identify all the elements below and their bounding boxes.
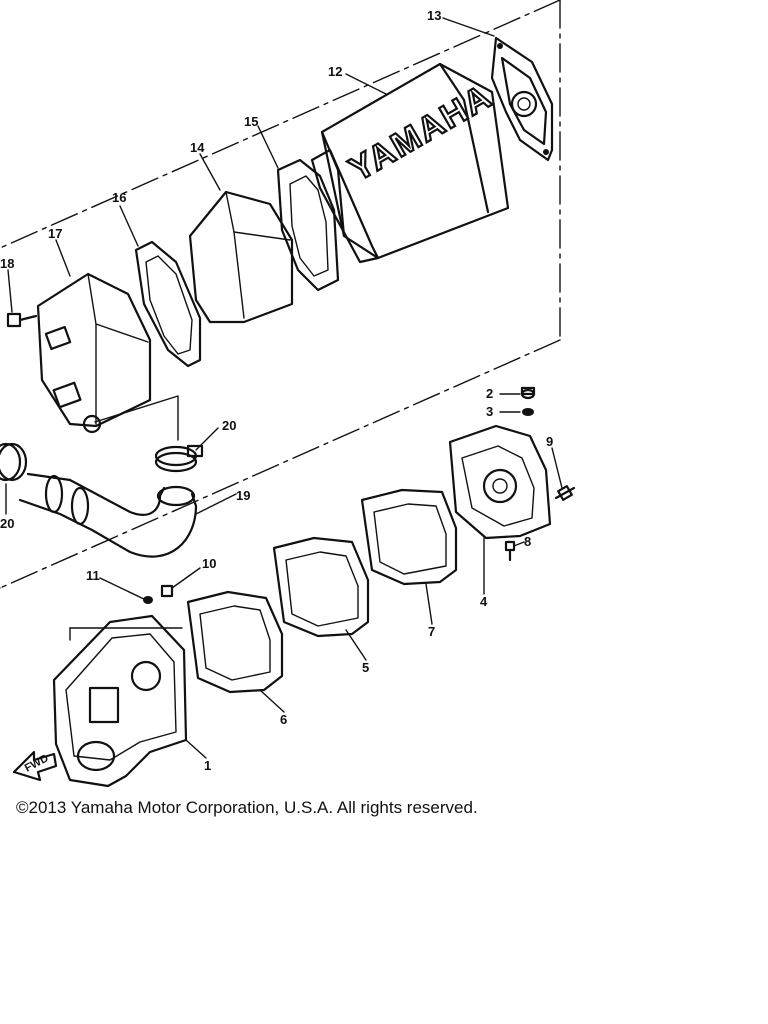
gasket-15 [276, 158, 340, 292]
hose-clamp-20-left [0, 442, 28, 482]
part-number-9: 9 [546, 434, 553, 449]
part-number-11: 11 [86, 568, 100, 583]
part-number-15: 15 [244, 114, 258, 129]
muffler-box-17 [36, 272, 152, 434]
muffler-housing-12: YAMAHA [310, 62, 510, 264]
part-number-20-left: 20 [0, 516, 14, 531]
part-number-12: 12 [328, 64, 342, 79]
washer-11 [143, 596, 153, 604]
elbow-hose-19 [18, 472, 198, 558]
part-number-20-right: 20 [222, 418, 236, 433]
washer-3 [522, 408, 534, 416]
part-number-19: 19 [236, 488, 250, 503]
part-number-5: 5 [362, 660, 369, 675]
housing-4 [448, 424, 552, 540]
part-number-3: 3 [486, 404, 493, 419]
main-housing-1 [52, 614, 188, 788]
bolt-8 [504, 540, 516, 562]
fwd-label: FWD [23, 752, 51, 774]
leader-lines [5, 17, 563, 759]
part-number-4: 4 [480, 594, 488, 609]
gasket-5 [272, 536, 370, 638]
bolt-18 [6, 312, 38, 328]
copyright-notice: ©2013 Yamaha Motor Corporation, U.S.A. A… [16, 798, 478, 817]
hose-clamp-20-right [154, 444, 204, 473]
part-numbers: 13 12 15 14 16 17 18 20 20 19 2 3 9 8 4 … [0, 8, 553, 773]
part-number-6: 6 [280, 712, 287, 727]
part-number-10: 10 [202, 556, 216, 571]
part-number-18: 18 [0, 256, 14, 271]
part-number-1: 1 [204, 758, 211, 773]
bolt-10 [160, 584, 174, 598]
end-plate-13 [490, 36, 554, 162]
gasket-6 [186, 590, 284, 694]
part-number-13: 13 [427, 8, 441, 23]
part-number-16: 16 [112, 190, 126, 205]
cover-14 [188, 190, 294, 324]
nut-2 [520, 386, 536, 400]
gasket-16 [134, 240, 202, 368]
brand-logo-text: YAMAHA [343, 77, 499, 189]
part-number-7: 7 [428, 624, 435, 639]
part-number-17: 17 [48, 226, 62, 241]
bolt-9 [554, 485, 576, 501]
part-number-14: 14 [190, 140, 205, 155]
forward-direction-arrow: FWD [12, 750, 58, 782]
part-number-8: 8 [524, 534, 531, 549]
part-number-2: 2 [486, 386, 493, 401]
gasket-7 [360, 488, 458, 586]
